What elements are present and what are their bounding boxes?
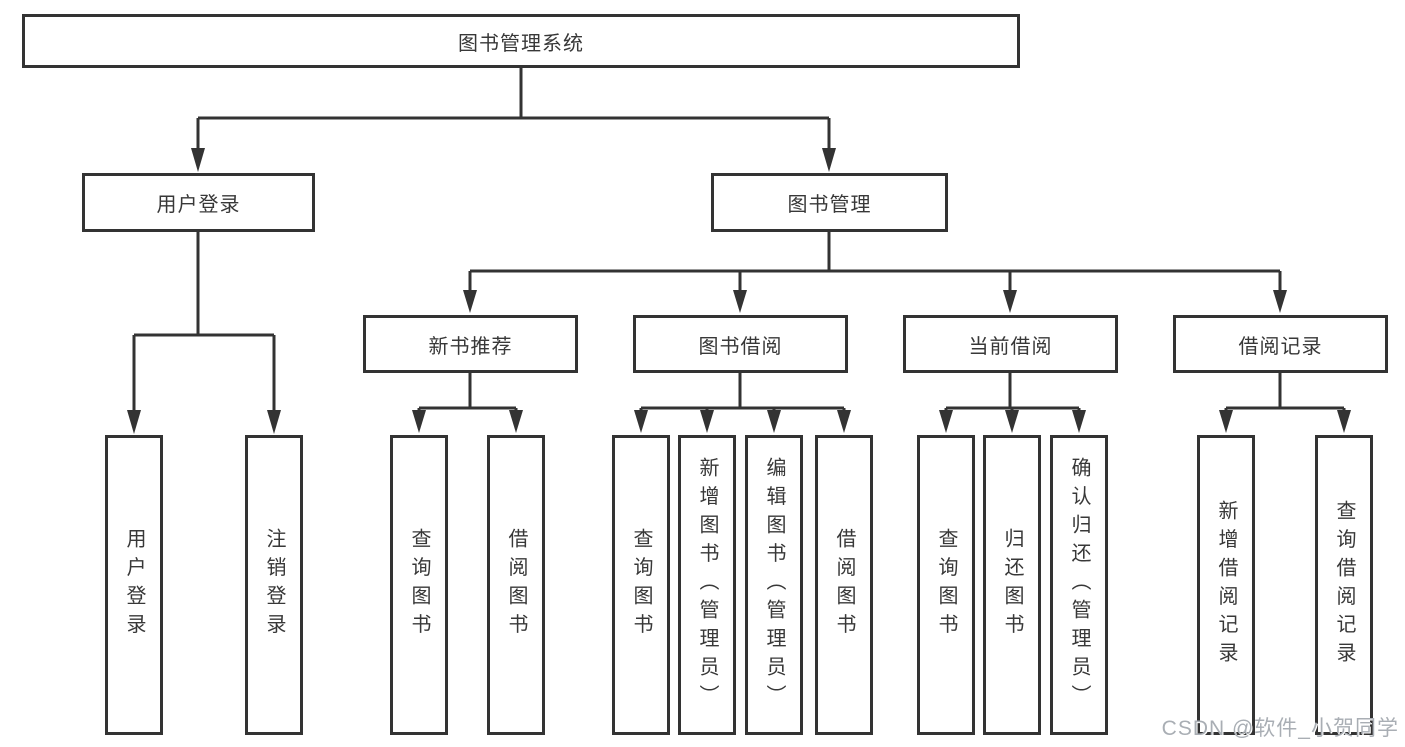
leaf-add-borrow-record: 新增借阅记录 (1197, 435, 1255, 735)
csdn-watermark: CSDN @软件_小贺同学 (1161, 717, 1399, 740)
leaf-query-books-borrow: 查询图书 (612, 435, 670, 735)
leaf-confirm-return-admin: 确认归还（管理员） (1050, 435, 1108, 735)
node-borrow-records: 借阅记录 (1173, 315, 1388, 373)
leaf-borrow-books-recommend: 借阅图书 (487, 435, 545, 735)
node-current-borrow: 当前借阅 (903, 315, 1118, 373)
leaf-return-books: 归还图书 (983, 435, 1041, 735)
node-user-login: 用户登录 (82, 173, 315, 232)
node-book-management: 图书管理 (711, 173, 948, 232)
leaf-edit-books-admin: 编辑图书（管理员） (745, 435, 803, 735)
node-new-book-recommend: 新书推荐 (363, 315, 578, 373)
leaf-query-books-recommend: 查询图书 (390, 435, 448, 735)
leaf-query-borrow-record: 查询借阅记录 (1315, 435, 1373, 735)
leaf-add-books-admin: 新增图书（管理员） (678, 435, 736, 735)
node-system-root: 图书管理系统 (22, 14, 1020, 68)
leaf-borrow-books: 借阅图书 (815, 435, 873, 735)
node-book-borrow: 图书借阅 (633, 315, 848, 373)
leaf-logout: 注销登录 (245, 435, 303, 735)
leaf-user-login: 用户登录 (105, 435, 163, 735)
leaf-query-books-current: 查询图书 (917, 435, 975, 735)
